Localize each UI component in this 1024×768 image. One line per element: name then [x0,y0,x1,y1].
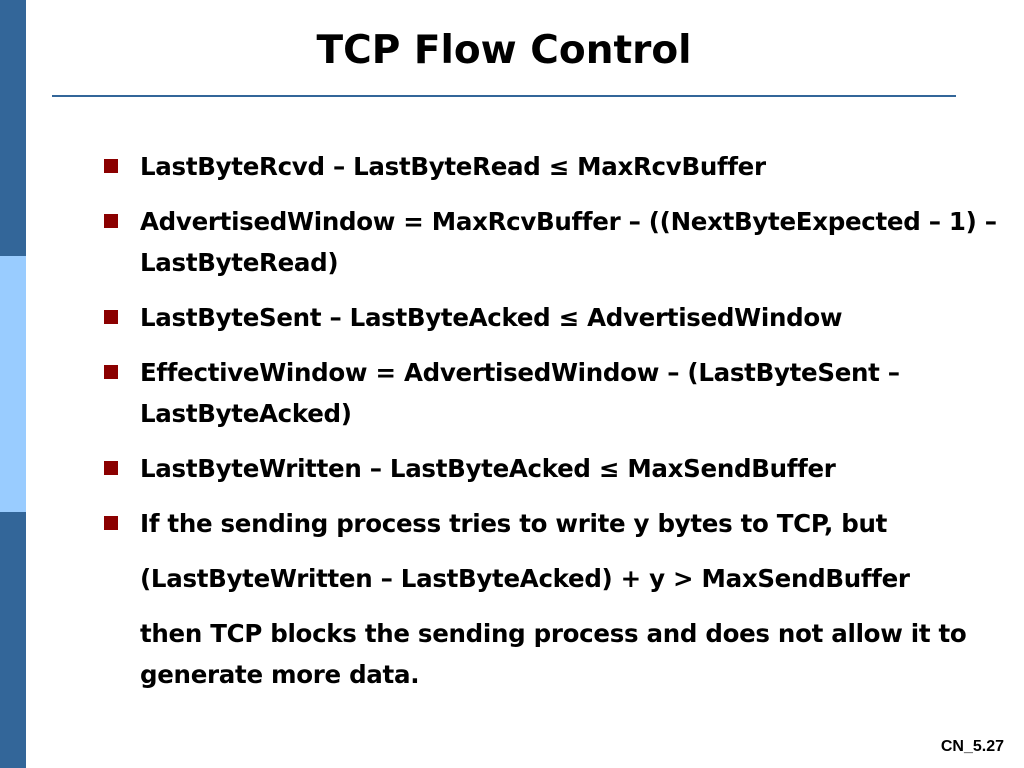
square-bullet-icon [104,310,118,324]
sidebar-band-middle [0,256,26,512]
bullet-text: LastByteWritten – LastByteAcked ≤ MaxSen… [140,454,836,483]
sidebar-band-top [0,0,26,256]
square-bullet-icon [104,461,118,475]
slide-number: CN_5.27 [940,738,1004,755]
square-bullet-icon [104,214,118,228]
bullet-text: then TCP blocks the sending process and … [140,619,967,689]
sidebar-band-bottom [0,512,26,768]
bullet-text: LastByteRcvd – LastByteRead ≤ MaxRcvBuff… [140,152,766,181]
bullet-list: LastByteRcvd – LastByteRead ≤ MaxRcvBuff… [104,146,1004,709]
bullet-item: AdvertisedWindow = MaxRcvBuffer – ((Next… [104,201,1004,283]
bullet-text: If the sending process tries to write y … [140,509,888,538]
square-bullet-icon [104,365,118,379]
title-divider [52,95,956,97]
bullet-item: EffectiveWindow = AdvertisedWindow – (La… [104,352,1004,434]
bullet-item: If the sending process tries to write y … [104,503,1004,695]
bullet-item: LastByteWritten – LastByteAcked ≤ MaxSen… [104,448,1004,489]
slide-title: TCP Flow Control [316,28,692,73]
bullet-text: LastByteSent – LastByteAcked ≤ Advertise… [140,303,843,332]
bullet-text: AdvertisedWindow = MaxRcvBuffer – ((Next… [140,207,997,277]
square-bullet-icon [104,516,118,530]
bullet-item: LastByteSent – LastByteAcked ≤ Advertise… [104,297,1004,338]
bullet-text: (LastByteWritten – LastByteAcked) + y > … [140,564,910,593]
bullet-text: EffectiveWindow = AdvertisedWindow – (La… [140,358,900,428]
square-bullet-icon [104,159,118,173]
bullet-item: LastByteRcvd – LastByteRead ≤ MaxRcvBuff… [104,146,1004,187]
